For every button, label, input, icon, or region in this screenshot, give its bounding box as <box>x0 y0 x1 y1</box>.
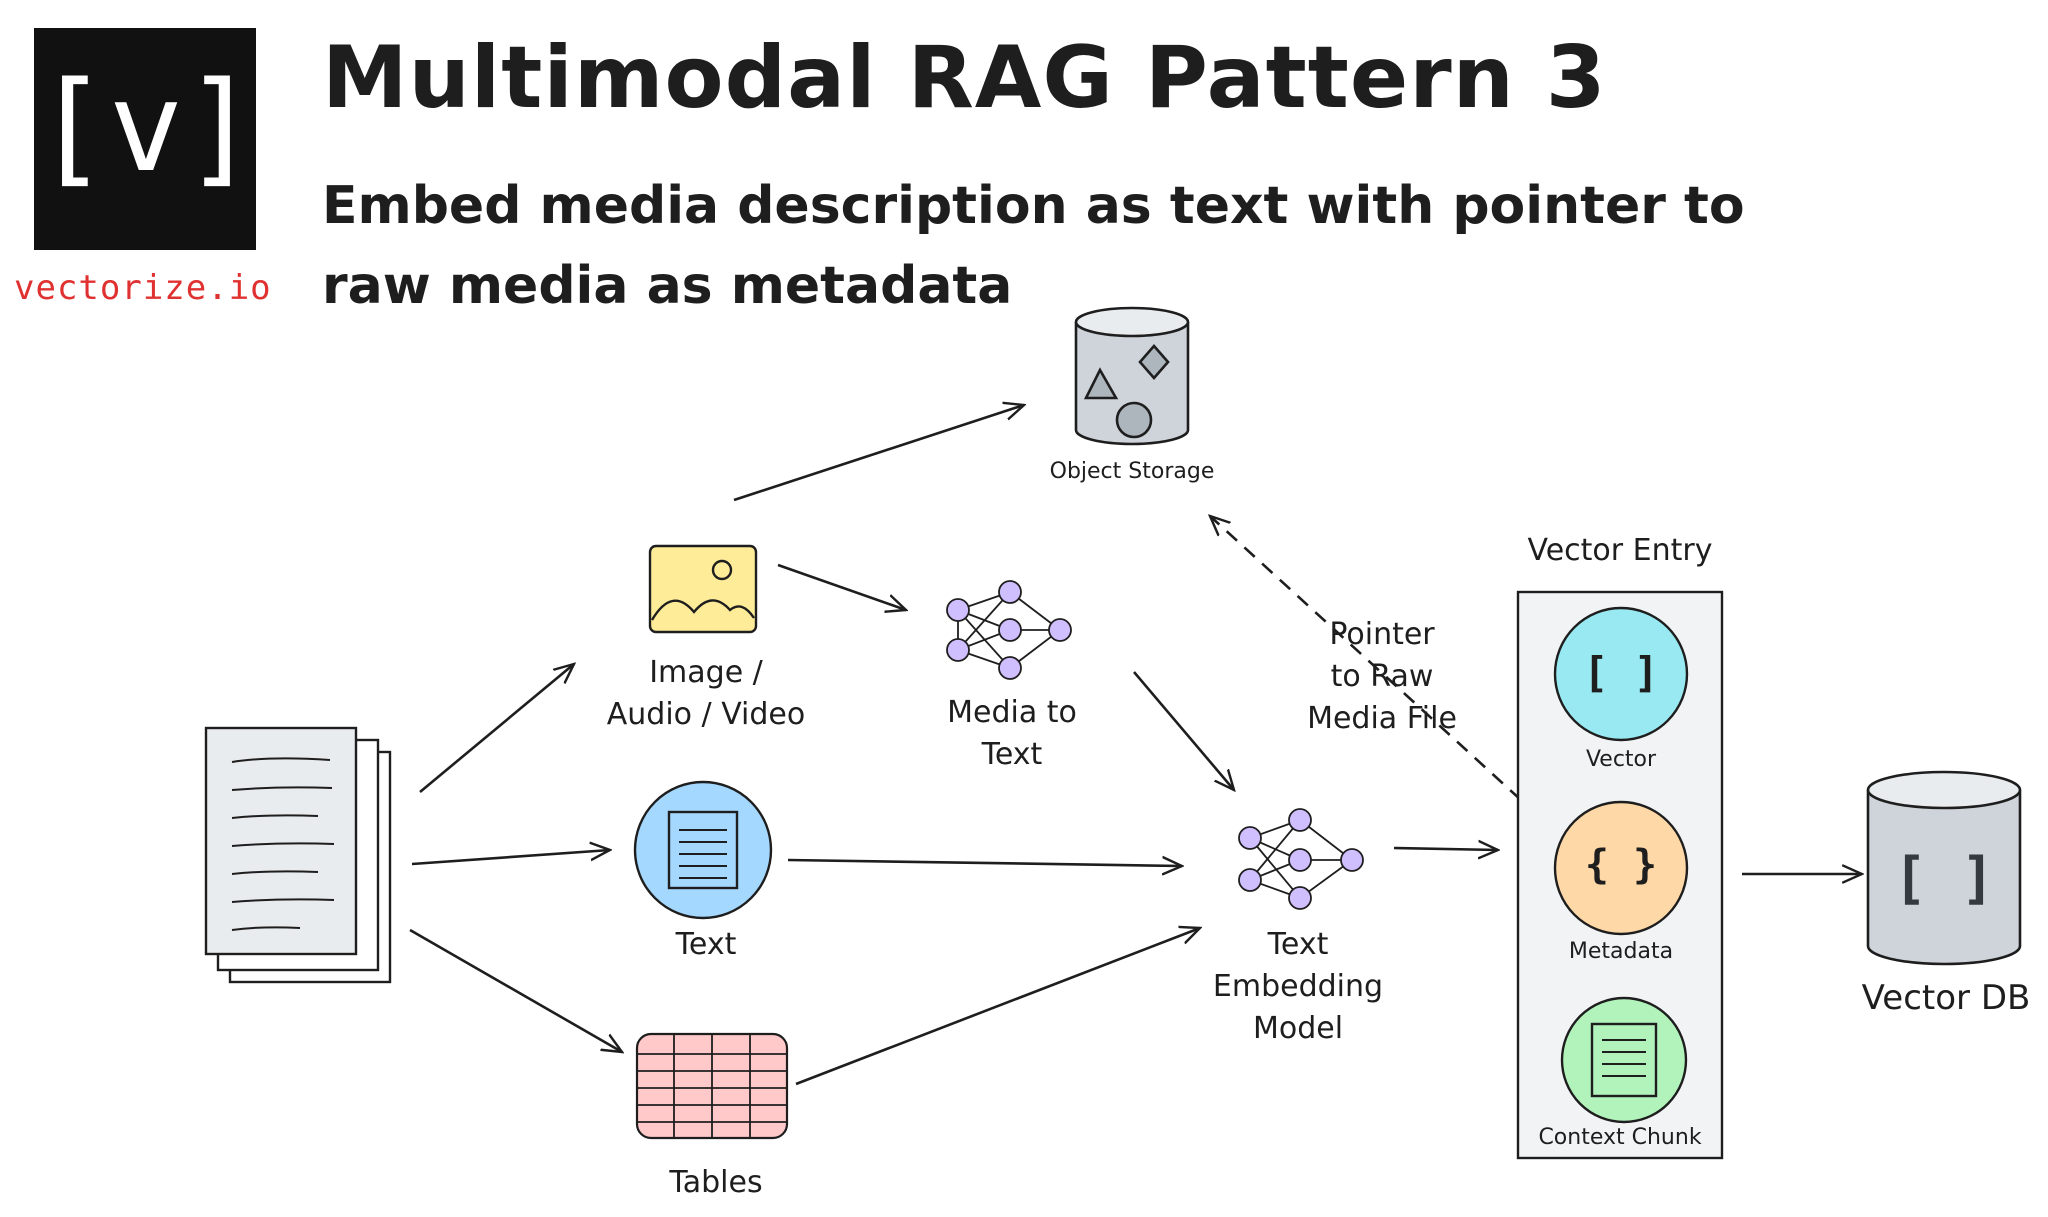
image-label: Image / Audio / Video <box>607 652 806 736</box>
vector-db-icon <box>1866 770 2022 966</box>
arrow-media-to-text-to-embedding <box>1133 671 1234 790</box>
media-to-text-network-icon <box>946 580 1072 680</box>
object-storage-label: Object Storage <box>1049 459 1215 484</box>
metadata-circle <box>1553 800 1689 936</box>
text-icon <box>633 780 773 920</box>
object-storage-icon <box>1074 306 1190 446</box>
image-label-line-2: Audio / Video <box>606 697 806 732</box>
arrow-docs-to-image <box>419 664 574 793</box>
vector-label: Vector <box>1585 747 1657 772</box>
tables-icon <box>635 1032 789 1140</box>
arrows <box>409 405 1862 1086</box>
arrow-docs-to-tables <box>409 928 622 1052</box>
media-to-text-line-2: Text <box>981 737 1043 772</box>
embedding-label-line-3: Model <box>1252 1011 1344 1046</box>
arrow-image-to-media-to-text <box>777 563 906 610</box>
documents-icon <box>204 726 392 984</box>
tables-label: Tables <box>669 1165 763 1200</box>
image-label-line-1: Image / <box>649 655 763 690</box>
pointer-label-line-3: Media File <box>1307 701 1457 736</box>
vector-circle <box>1553 606 1689 742</box>
vector-db-label: Vector DB <box>1861 978 2031 1018</box>
vector-db-symbol: [ ] <box>1893 846 1995 911</box>
embedding-label: Text Embedding Model <box>1213 924 1383 1050</box>
vector-entry-title: Vector Entry <box>1527 533 1713 568</box>
embedding-network-icon <box>1238 808 1364 910</box>
page-subtitle: Embed media description as text with poi… <box>322 166 1922 326</box>
metadata-label: Metadata <box>1568 939 1674 964</box>
logo-text: [v] <box>34 56 258 200</box>
subtitle-line-1: Embed media description as text with poi… <box>322 176 1745 236</box>
pointer-label: Pointer to Raw Media File <box>1307 614 1457 740</box>
media-to-text-line-1: Media to <box>947 695 1077 730</box>
pointer-label-line-1: Pointer <box>1329 617 1435 652</box>
text-label: Text <box>675 927 737 962</box>
media-to-text-label: Media to Text <box>947 692 1077 776</box>
subtitle-line-2: raw media as metadata <box>322 256 1013 316</box>
arrow-pointer-metadata-to-storage <box>1210 516 1557 833</box>
arrow-image-to-storage <box>733 405 1024 502</box>
vector-entry-panel <box>1516 590 1724 1160</box>
brand-name: vectorize.io <box>14 268 272 308</box>
arrow-embedding-to-vector-entry <box>1393 848 1498 850</box>
pointer-label-line-2: to Raw <box>1330 659 1434 694</box>
embedding-label-line-2: Embedding <box>1212 969 1384 1004</box>
metadata-symbol: { } <box>1584 842 1658 888</box>
embedding-label-line-1: Text <box>1267 927 1329 962</box>
arrow-docs-to-text <box>411 850 610 866</box>
context-chunk-label: Context Chunk <box>1538 1125 1702 1150</box>
arrow-text-to-embedding <box>787 860 1182 866</box>
vector-symbol: [ ] <box>1583 648 1659 697</box>
context-chunk-circle <box>1560 996 1688 1124</box>
image-icon <box>648 544 758 634</box>
vectorize-logo: [v] <box>34 28 258 250</box>
arrow-tables-to-embedding <box>795 928 1200 1086</box>
page-title: Multimodal RAG Pattern 3 <box>322 28 1607 128</box>
